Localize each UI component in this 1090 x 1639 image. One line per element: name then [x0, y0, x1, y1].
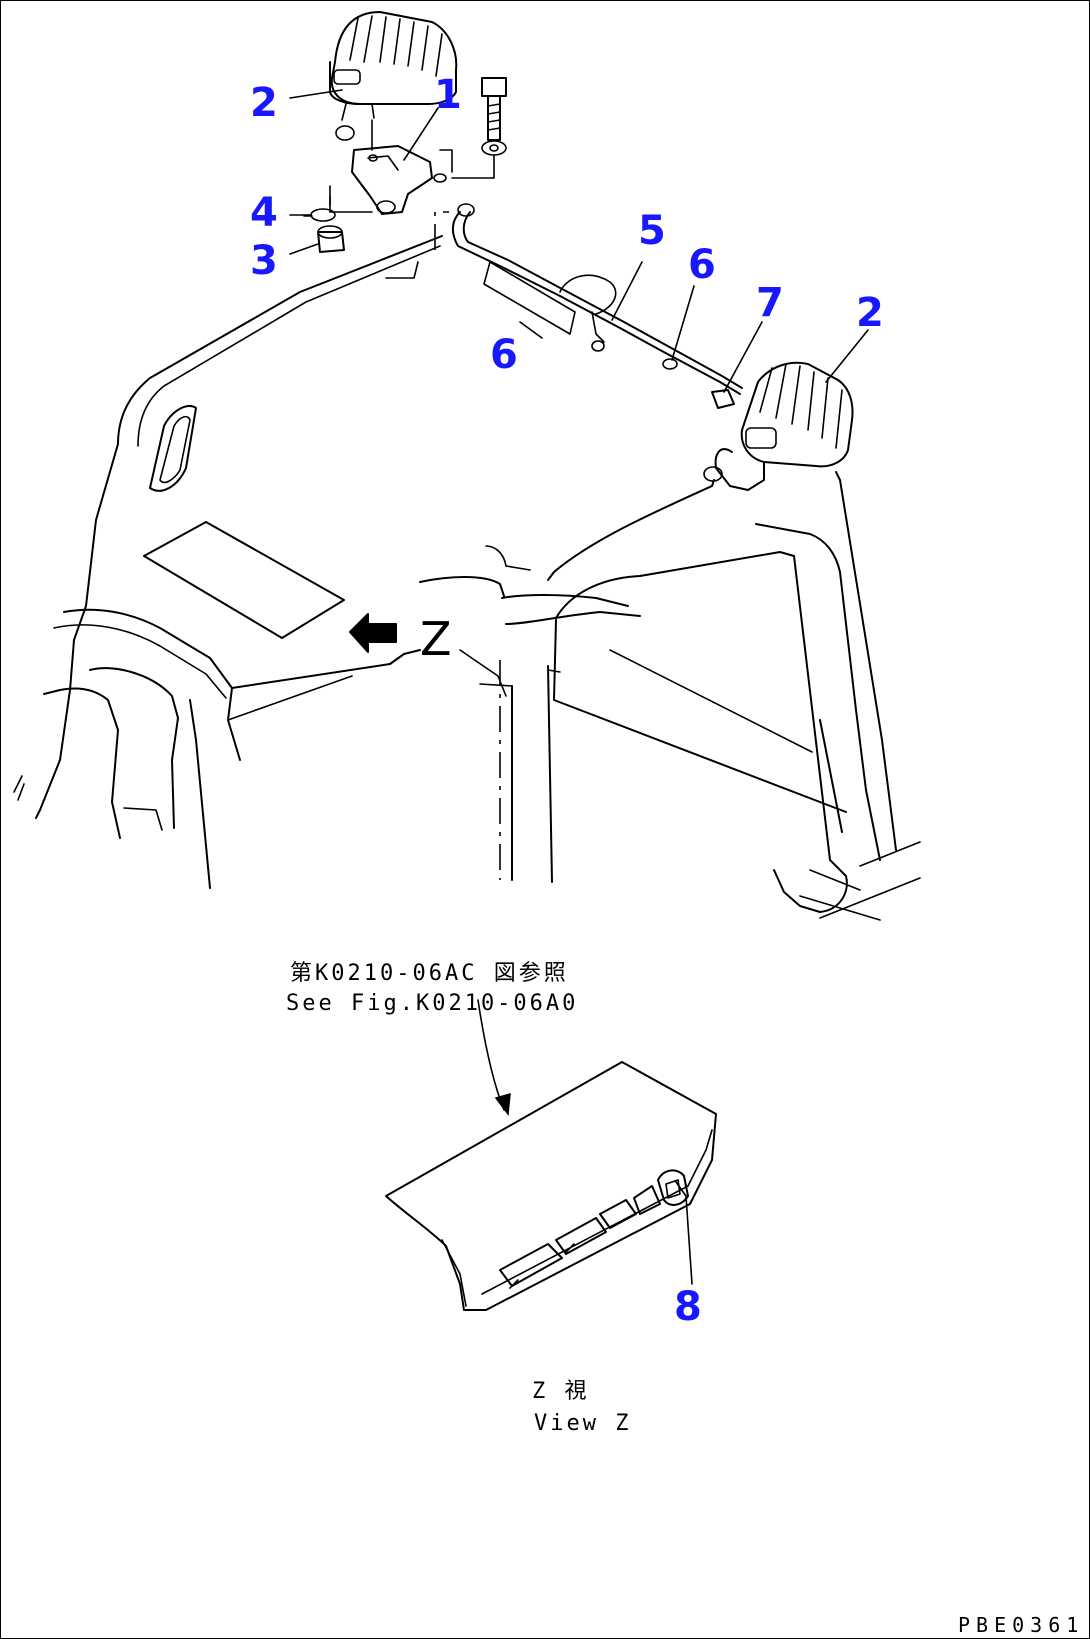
callout-4: 4: [250, 190, 278, 236]
leader-lines: [289, 89, 869, 1285]
wiring-harness: [452, 203, 743, 409]
reference-note-en: See Fig.K0210-06A0: [286, 991, 578, 1016]
callout-1: 1: [434, 72, 462, 118]
reference-note: 第K0210-06AC 図参照 See Fig.K0210-06A0: [286, 961, 578, 1016]
callout-3: 3: [250, 238, 278, 284]
work-lamp-right: [703, 361, 854, 491]
view-arrow-icon: [349, 613, 397, 653]
mounting-bolt: [451, 77, 507, 179]
callout-6-right: 6: [688, 242, 716, 288]
callout-5: 5: [638, 208, 666, 254]
view-arrow-z: Z: [349, 612, 452, 666]
callout-6-left: 6: [490, 332, 518, 378]
work-lamp-left: [329, 11, 458, 141]
reference-note-jp: 第K0210-06AC 図参照: [290, 961, 569, 986]
view-arrow-label: Z: [420, 612, 452, 666]
cab-frame: [13, 211, 921, 921]
washer-and-nut: [303, 195, 345, 253]
view-caption-jp: Z 視: [532, 1379, 590, 1404]
lamp-bracket: [329, 119, 453, 215]
view-z-console: [385, 1061, 717, 1311]
drawing-code: PBE0361: [958, 1613, 1084, 1637]
view-caption: Z 視 View Z: [532, 1379, 631, 1436]
view-caption-en: View Z: [534, 1411, 631, 1436]
callout-2-right: 2: [856, 290, 884, 336]
callout-numbers: 2 1 4 3 5 6 6 7 2 8: [250, 72, 884, 1330]
callout-7: 7: [756, 280, 784, 326]
callout-2-top: 2: [250, 80, 278, 126]
callout-8: 8: [674, 1284, 702, 1330]
